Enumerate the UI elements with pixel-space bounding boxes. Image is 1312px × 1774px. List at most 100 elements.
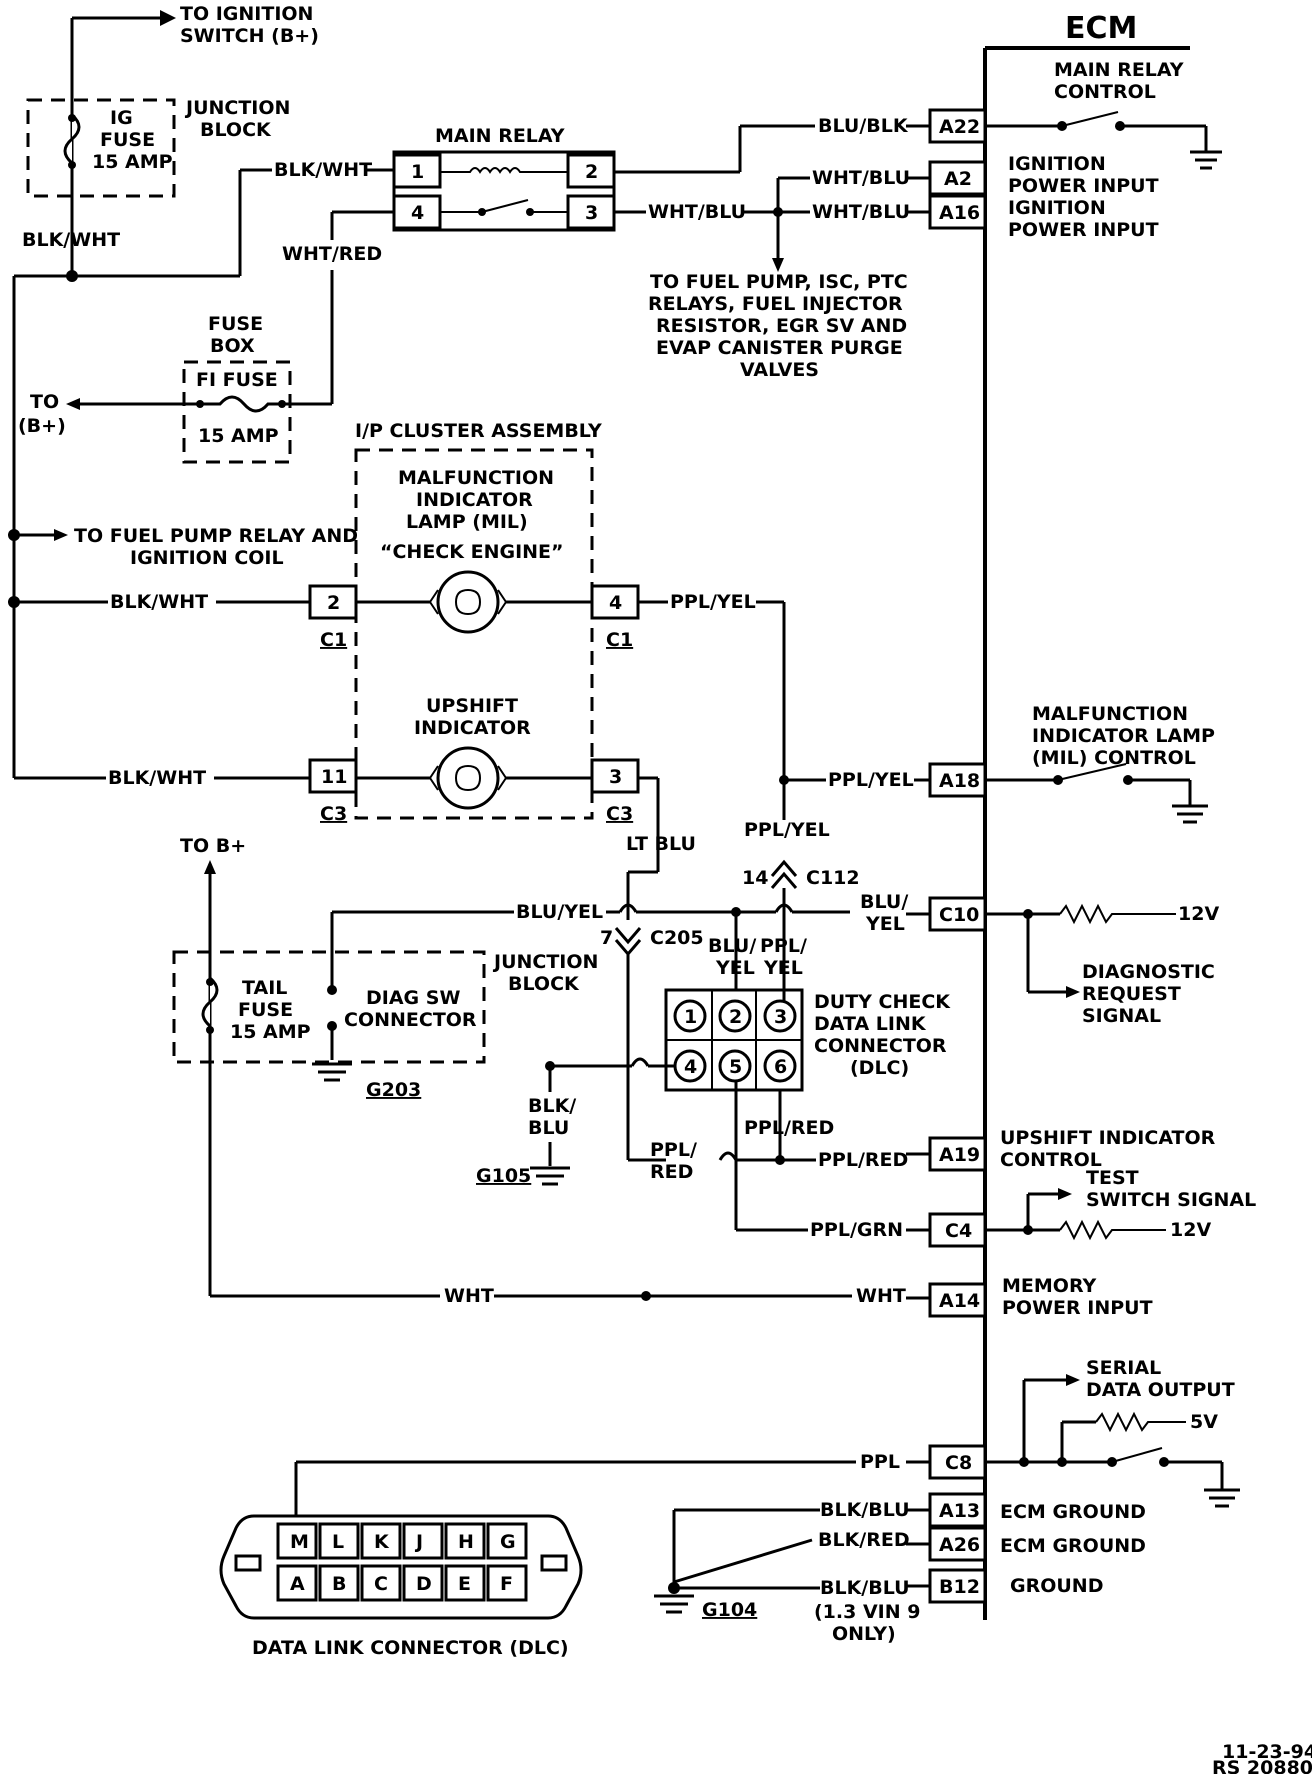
fi-fuse-label: FI FUSE [196, 369, 278, 391]
dlc-pin-d [402, 1564, 444, 1602]
to-fuel-pump-5: VALVES [740, 359, 819, 381]
dlc-pin-label-k: K [374, 1531, 390, 1553]
fi-fuse-section: WHT/RED FUSE BOX FI FUSE 15 AMP TO (B+) [18, 210, 394, 464]
duty-check-2: DATA LINK [814, 1013, 927, 1035]
main-relay-title: MAIN RELAY [435, 125, 565, 147]
duty-pin-4: 4 [684, 1056, 697, 1078]
wire-label-blk-blu-stack-1: BLK/ [528, 1095, 576, 1117]
lower-junction-label-2: BLOCK [508, 973, 580, 995]
g105-label: G105 [476, 1165, 531, 1187]
duty-pin-1: 1 [684, 1006, 697, 1028]
ground-icon [312, 1062, 352, 1082]
duty-check-1: DUTY CHECK [814, 991, 951, 1013]
to-ignition-label-1: TO IGNITION [180, 3, 313, 25]
ecm-pin-b12: B12 [939, 1576, 980, 1598]
fuse-box-label-1: FUSE [208, 313, 263, 335]
duty-pin-2: 2 [729, 1006, 742, 1028]
duty-pin-5: 5 [729, 1056, 742, 1078]
dlc-pin-label-m: M [290, 1531, 309, 1553]
dlc-pin-label-e: E [458, 1573, 471, 1595]
wire-label-blu-yel-stack-1: BLU/ [708, 935, 756, 957]
dlc-pin-c [360, 1564, 402, 1602]
ignition-power-2a: IGNITION [1008, 197, 1106, 219]
duty-pin-6: 6 [774, 1056, 787, 1078]
upshift-control-1: UPSHIFT INDICATOR [1000, 1127, 1216, 1149]
ground-icon [530, 1166, 570, 1186]
ground-icon [1204, 1488, 1240, 1508]
wire-label-ppl-red-stack-2: RED [650, 1161, 693, 1183]
dlc-pin-label-a: A [290, 1573, 305, 1595]
dlc-pin-label-l: L [332, 1531, 344, 1553]
tail-fuse-3: 15 AMP [230, 1021, 311, 1043]
ig-fuse-section: TO IGNITION SWITCH (B+) IG FUSE 15 AMP J… [12, 3, 394, 770]
ecm-bus: ECM [983, 11, 1190, 1620]
wire-label-wht-red: WHT/RED [282, 243, 382, 265]
ecm-ground-2: ECM GROUND [1000, 1535, 1146, 1557]
fuse-box [182, 360, 292, 464]
ig-fuse-label-3: 15 AMP [92, 151, 173, 173]
dlc-pin-label-d: D [416, 1573, 432, 1595]
c112-num: 14 [742, 867, 768, 889]
diag-request-3: SIGNAL [1082, 1005, 1161, 1027]
test-switch-1: TEST [1086, 1167, 1139, 1189]
tail-fuse-1: TAIL [242, 977, 287, 999]
wire-label-wht-blu-3: WHT/BLU [812, 201, 910, 223]
tail-fuse-symbol [201, 976, 219, 1028]
dlc-pin-b [318, 1564, 360, 1602]
wire-label-wht-2: WHT [856, 1285, 906, 1307]
cluster-title: I/P CLUSTER ASSEMBLY [355, 420, 602, 442]
tail-fuse-2: FUSE [238, 999, 293, 1021]
ecm-pin-c8: C8 [945, 1452, 972, 1474]
lower-junction-label-1: JUNCTION [492, 951, 598, 973]
vin-note-1: (1.3 VIN 9 [814, 1601, 920, 1623]
cluster-conn-c1-a: C1 [320, 629, 347, 651]
dlc-pin-label-g: G [500, 1531, 516, 1553]
dlc-pin-g [486, 1522, 528, 1560]
ecm-pin-a16: A16 [939, 202, 980, 224]
junction-block-box [26, 98, 176, 198]
wire-label-ppl-red-2: PPL/RED [744, 1117, 834, 1139]
resistor-serial [1095, 1411, 1186, 1433]
wire-label-blk-wht-3: BLK/WHT [110, 591, 208, 613]
v12-b: 12V [1170, 1219, 1211, 1241]
wire-label-ppl-red-1: PPL/RED [818, 1149, 908, 1171]
diag-sw-2: CONNECTOR [344, 1009, 477, 1031]
check-engine-lamp-icon [436, 570, 500, 634]
resistor-test [1059, 1219, 1166, 1241]
dlc-pin-label-h: H [458, 1531, 474, 1553]
diag-sw-1: DIAG SW [366, 987, 460, 1009]
test-switch-2: SWITCH SIGNAL [1086, 1189, 1256, 1211]
v5: 5V [1190, 1411, 1218, 1433]
ecm-pin-a26: A26 [939, 1534, 980, 1556]
dlc-label: DATA LINK CONNECTOR (DLC) [252, 1637, 569, 1659]
relay-coil [440, 167, 568, 174]
duty-pin-3: 3 [774, 1006, 787, 1028]
main-relay-control-1: MAIN RELAY [1054, 59, 1184, 81]
duty-check-3: CONNECTOR [814, 1035, 947, 1057]
wire-label-blk-red: BLK/RED [818, 1529, 910, 1551]
to-fuel-pump-4: EVAP CANISTER PURGE [656, 337, 903, 359]
wire-label-ppl-yel-1: PPL/YEL [670, 591, 756, 613]
relay-pin-3: 3 [585, 202, 598, 224]
cluster-conn-c3-a: C3 [320, 803, 347, 825]
ecm-pin-a19: A19 [939, 1144, 980, 1166]
serial-data-1: SERIAL [1086, 1357, 1161, 1379]
ig-fuse-label-2: FUSE [100, 129, 155, 151]
wire-label-blk-wht-4: BLK/WHT [108, 767, 206, 789]
wire-label-blk-blu-stack-2: BLU [528, 1117, 569, 1139]
footer-ref: RS 20880 [1212, 1757, 1312, 1774]
wire-label-wht-blu-1: WHT/BLU [648, 201, 746, 223]
dlc-pin-a [276, 1564, 318, 1602]
cluster-pin-4: 4 [609, 592, 622, 614]
c205-num: 7 [600, 927, 613, 949]
diag-request-2: REQUEST [1082, 983, 1181, 1005]
mil-control-circuit: PPL/YEL PPL/YEL PPL/YEL 14 C112 [638, 591, 932, 970]
relay-pin-4: 4 [411, 202, 424, 224]
memory-power-2: POWER INPUT [1002, 1297, 1153, 1319]
fi-fuse-amp: 15 AMP [198, 425, 279, 447]
wire-label-blk-wht-1: BLK/WHT [22, 229, 120, 251]
mil-control-3: (MIL) CONTROL [1032, 747, 1196, 769]
cluster-conn-c3-b: C3 [606, 803, 633, 825]
wire-label-blu-yel-split-1: BLU/ [860, 891, 908, 913]
